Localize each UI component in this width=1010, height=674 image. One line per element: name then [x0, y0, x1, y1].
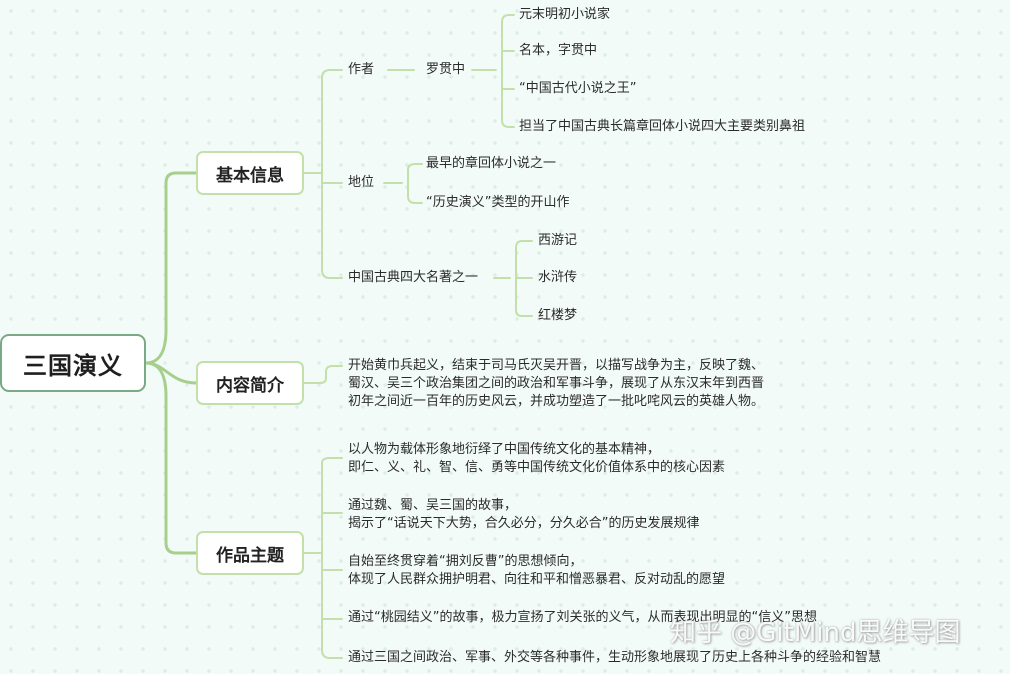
summary-line-1[interactable]: 开始黄巾兵起义，结束于司马氏灭吴开晋，以描写战争为主，反映了魏、	[348, 358, 765, 373]
branch-content-summary[interactable]: 内容简介	[196, 361, 304, 405]
status-label[interactable]: 地位	[348, 175, 375, 190]
classic-3[interactable]: 红楼梦	[538, 308, 578, 323]
root-to-theme-line	[144, 361, 198, 555]
classic-2[interactable]: 水浒传	[538, 270, 578, 285]
author-label[interactable]: 作者	[348, 62, 375, 77]
author-detail-2[interactable]: 名本，字贯中	[519, 43, 598, 58]
summary-line-2[interactable]: 蜀汉、吴三个政治集团之间的政治和军事斗争，展现了从东汉末年到西晋	[348, 376, 765, 391]
author-detail-3[interactable]: “中国古代小说之王”	[519, 81, 637, 96]
theme-3-line-1[interactable]: 自始至终贯穿着“拥刘反曹”的思想倾向，	[348, 554, 583, 569]
theme-1-line-1[interactable]: 以人物为载体形象地衍绎了中国传统文化的基本精神，	[348, 442, 661, 457]
status-detail-2[interactable]: “历史演义”类型的开山作	[426, 195, 570, 210]
author-name[interactable]: 罗贯中	[426, 62, 466, 77]
root-topic[interactable]: 三国演义	[0, 334, 146, 392]
status-bracket	[383, 163, 423, 204]
status-detail-1[interactable]: 最早的章回体小说之一	[426, 156, 557, 171]
theme-1-line-2[interactable]: 即仁、义、礼、智、信、勇等中国传统文化价值体系中的核心因素	[348, 460, 726, 475]
summary-line	[303, 365, 343, 384]
author-detail-4[interactable]: 担当了中国古典长篇章回体小说四大主要类别鼻祖	[519, 119, 806, 134]
branch-basic-info[interactable]: 基本信息	[196, 151, 304, 195]
theme-2-line-1[interactable]: 通过魏、蜀、吴三国的故事，	[348, 498, 518, 513]
author-detail-1[interactable]: 元末明初小说家	[519, 7, 611, 22]
watermark: 知乎 @GitMind思维导图	[670, 618, 961, 648]
author-details-bracket	[471, 14, 515, 128]
classics-label[interactable]: 中国古典四大名著之一	[348, 270, 479, 285]
classic-1[interactable]: 西游记	[538, 233, 578, 248]
theme-bracket	[303, 457, 343, 659]
theme-3-line-2[interactable]: 体现了人民群众拥护明君、向往和平和憎恶暴君、反对动乱的愿望	[348, 572, 726, 587]
theme-5-line-1[interactable]: 通过三国之间政治、军事、外交等各种事件，生动形象地展现了历史上各种斗争的经验和智…	[348, 650, 882, 665]
root-to-info-line	[144, 171, 198, 365]
classics-bracket	[493, 240, 533, 317]
info-bracket	[303, 69, 343, 279]
theme-2-line-2[interactable]: 揭示了“话说天下大势，合久必分，分久必合”的历史发展规律	[348, 516, 700, 531]
theme-4-line-1[interactable]: 通过“桃园结义”的故事，极力宣扬了刘关张的义气，从而表现出明显的“信义”思想	[348, 610, 817, 625]
summary-line-3[interactable]: 初年之间近一百年的历史风云，并成功塑造了一批叱咤风云的英雄人物。	[348, 394, 765, 409]
branch-work-theme[interactable]: 作品主题	[196, 531, 304, 575]
